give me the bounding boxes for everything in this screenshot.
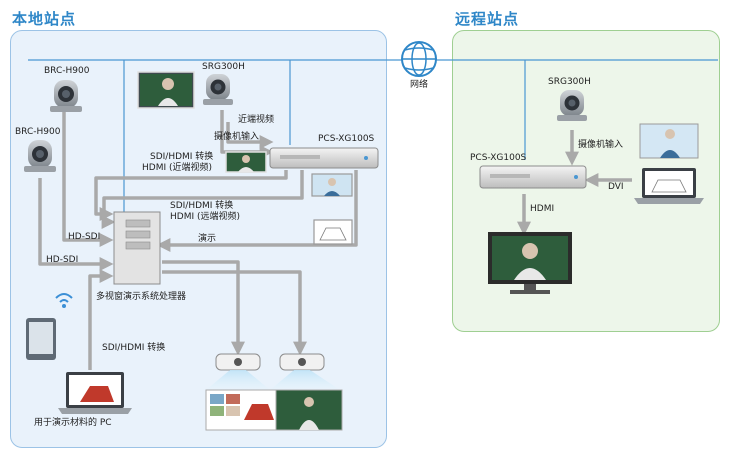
hd-sdi-label-2: HD-SDI: [46, 255, 79, 265]
remote-display: [488, 232, 572, 294]
local-codec-device: [269, 147, 379, 169]
brc-left-label: BRC-H900: [15, 127, 61, 137]
near-video-monitor: [225, 151, 267, 173]
arrow-codec-proc-1: [94, 170, 288, 221]
remote-codec-label: PCS-XG100S: [470, 153, 527, 163]
hd-sdi-label-1: HD-SDI: [68, 232, 101, 242]
brc-camera-top: [50, 80, 82, 112]
network-line: [28, 59, 718, 228]
presentation-label: 演示: [198, 234, 217, 244]
remote-site-title: 远程站点: [455, 10, 520, 28]
near-video-label: 近端视频: [238, 115, 275, 125]
globe-icon: [401, 41, 437, 77]
local-site-title: 本地站点: [12, 10, 77, 28]
network-label: 网络: [410, 80, 429, 90]
sdi-hdmi-label-2: SDI/HDMI 转换: [170, 201, 234, 211]
arrow-proc-projector-1: [162, 260, 245, 356]
projector-2: [270, 353, 340, 390]
projection-screens: [205, 389, 343, 431]
arrow-brc-top-hdsdi: [62, 112, 114, 247]
arrow-proc-projector-2: [162, 270, 307, 356]
brc-camera-left: [24, 140, 56, 172]
arrow-pc-proc: [88, 269, 114, 370]
remote-camera-input-label: 摄像机输入: [578, 140, 624, 150]
tablet-device: [26, 318, 56, 360]
remote-hdmi-label: HDMI: [530, 204, 555, 214]
processor-label: 多视窗演示系统处理器: [96, 292, 187, 302]
srg-remote-label: SRG300H: [548, 77, 591, 87]
pc-laptop: [58, 372, 132, 414]
remote-wall-screen: [639, 123, 699, 159]
wifi-icon: [55, 293, 73, 308]
srg-camera-local: [203, 74, 233, 105]
hdmi-near-label-2: HDMI (远端视频): [170, 212, 241, 222]
presentation-monitor: [313, 219, 353, 245]
sdi-hdmi-label-1: SDI/HDMI 转换: [150, 152, 214, 162]
arrow-near-video: [226, 122, 274, 149]
remote-codec-device: [479, 165, 587, 189]
arrow-codec-presentation: [156, 170, 358, 252]
processor-tower: [113, 211, 161, 285]
remote-laptop: [634, 168, 704, 204]
arrow-codec-proc-2: [101, 170, 304, 229]
hdmi-near-label-1: HDMI (近端视频): [142, 163, 213, 173]
projector-1: [206, 353, 270, 390]
local-codec-label: PCS-XG100S: [318, 134, 375, 144]
far-video-monitor: [311, 173, 353, 197]
srg-local-label: SRG300H: [202, 62, 245, 72]
pc-label: 用于演示材料的 PC: [34, 418, 112, 428]
brc-top-label: BRC-H900: [44, 66, 90, 76]
srg-camera-remote: [557, 90, 587, 121]
sdi-hdmi-label-3: SDI/HDMI 转换: [102, 343, 166, 353]
dvi-label: DVI: [608, 182, 624, 192]
arrow-brc-left-hdsdi: [38, 178, 114, 271]
camera-input-label: 摄像机输入: [214, 132, 260, 142]
local-video-screen: [137, 71, 195, 109]
